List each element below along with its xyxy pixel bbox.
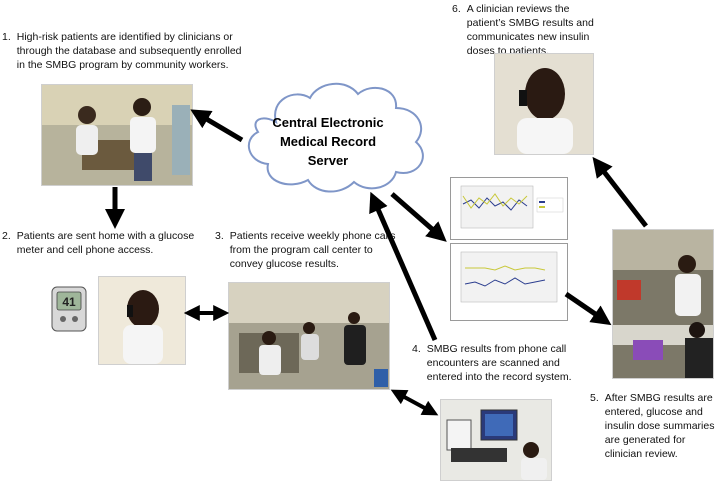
photo-call-center (228, 282, 390, 390)
cloud-shape (247, 82, 424, 193)
server-label: Central Electronic Medical Record Server (272, 115, 384, 168)
step-5-description: After SMBG results are entered, glucose … (604, 392, 715, 460)
step-5-number: 5. (590, 392, 599, 404)
step-1-description: High-risk patients are identified by cli… (16, 31, 242, 71)
insulin-chart-card (450, 243, 568, 321)
step-1-number: 1. (2, 31, 11, 43)
glucose-chart-card (450, 177, 568, 240)
step-6-description: A clinician reviews the patient’s SMBG r… (466, 3, 594, 57)
photo-clinician-phone (494, 53, 594, 155)
step-3-text: 3. Patients receive weekly phone calls f… (215, 229, 400, 271)
photo-patient-home (98, 276, 186, 365)
step-2-text: 2. Patients are sent home with a glucose… (2, 229, 202, 257)
arrow-entry-to-server (369, 191, 438, 341)
step-4-number: 4. (412, 343, 421, 355)
server-cloud (247, 82, 424, 193)
step-2-number: 2. (2, 230, 11, 242)
arrow-charts-to-clinic (564, 291, 612, 326)
step-2-description: Patients are sent home with a glucose me… (16, 230, 195, 256)
step-5-text: 5. After SMBG results are entered, gluco… (590, 391, 725, 461)
step-6-text: 6. A clinician reviews the patient’s SMB… (452, 2, 607, 58)
step-4-description: SMBG results from phone call encounters … (426, 343, 572, 383)
step-6-number: 6. (452, 3, 461, 15)
meter-reading: 41 (62, 295, 76, 309)
arrow-server-to-enrollment (190, 109, 244, 143)
arrow-call-center-data-entry (390, 389, 439, 416)
photo-clinic (612, 229, 714, 379)
step-3-number: 3. (215, 230, 224, 242)
step-4-text: 4. SMBG results from phone call encounte… (412, 342, 587, 384)
step-1-text: 1. High-risk patients are identified by … (2, 30, 242, 72)
glucose-meter-icon: 41 (51, 286, 87, 332)
photo-data-entry (440, 399, 552, 481)
arrow-server-to-charts (390, 192, 447, 242)
arrow-clinic-to-clinician (592, 156, 648, 228)
step-3-description: Patients receive weekly phone calls from… (229, 230, 396, 270)
photo-enrollment (41, 84, 193, 186)
